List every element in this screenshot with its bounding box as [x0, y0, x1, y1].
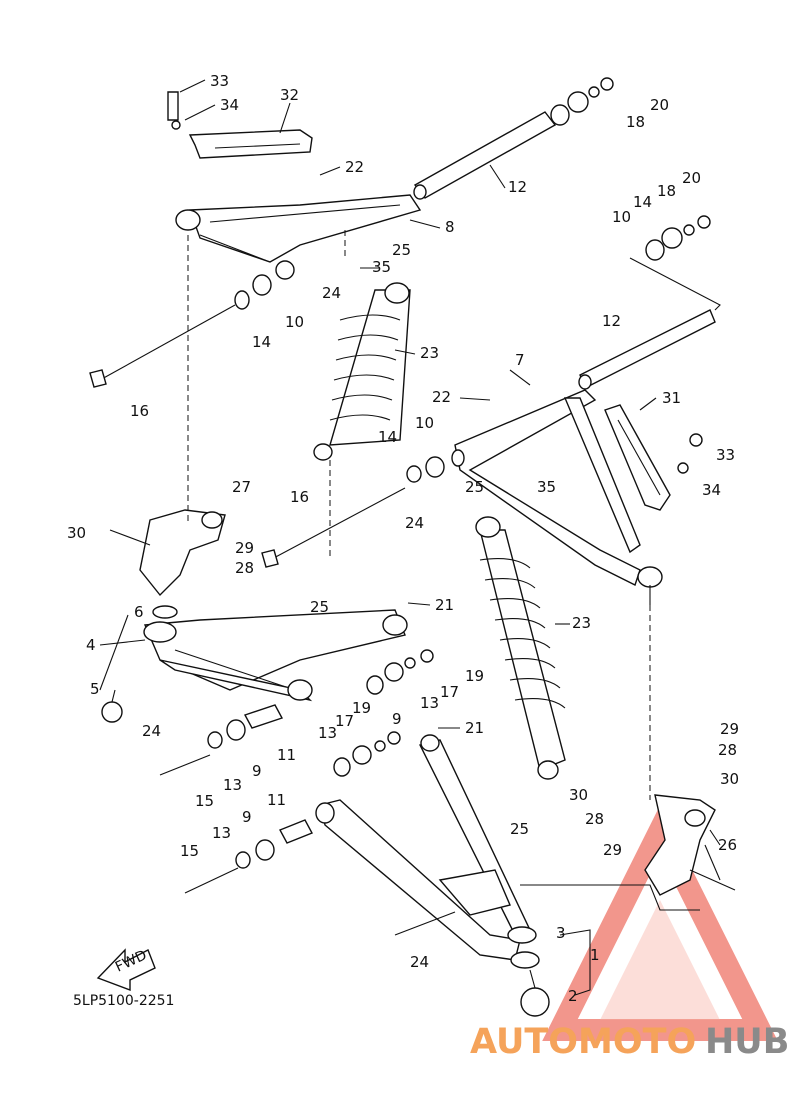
fwd-arrow-icon: FWD: [96, 947, 156, 992]
callout: 25: [510, 820, 529, 838]
callout: 32: [280, 86, 299, 104]
bracket-right: [604, 404, 703, 511]
callout: 16: [130, 402, 149, 420]
callout: 29: [720, 720, 739, 738]
callout: 25: [310, 598, 329, 616]
callout: 27: [232, 478, 251, 496]
callout: 20: [682, 169, 701, 187]
callout: 24: [410, 953, 429, 971]
callout: 17: [440, 683, 459, 701]
knuckle-left: [109, 509, 226, 597]
callout: 15: [180, 842, 199, 860]
callout: 4: [86, 636, 96, 654]
bolt-left-lower: [261, 487, 406, 568]
watermark-text-2: HUB: [705, 1022, 789, 1062]
callout: 28: [585, 810, 604, 828]
lower-arm-left: [143, 605, 408, 702]
callout: 16: [290, 488, 309, 506]
bracket-left: [167, 91, 313, 159]
callout: 10: [415, 414, 434, 432]
callout: 24: [142, 722, 161, 740]
callout: 12: [508, 178, 527, 196]
callout: 12: [602, 312, 621, 330]
callout: 1: [590, 946, 600, 964]
callout: 31: [662, 389, 681, 407]
callout: 29: [603, 841, 622, 859]
callout: 13: [212, 824, 231, 842]
callout: 10: [612, 208, 631, 226]
callout: 22: [345, 158, 364, 176]
callout: 35: [537, 478, 556, 496]
lower-arm-right: [315, 734, 540, 969]
callout: 25: [392, 241, 411, 259]
callout: 5: [90, 680, 100, 698]
callout: 7: [515, 351, 525, 369]
bolt-left-upper: [89, 274, 272, 388]
watermark-triangle-icon: [542, 805, 778, 1041]
callout: 28: [235, 559, 254, 577]
bushings-top: [550, 77, 711, 261]
callout: 6: [134, 603, 144, 621]
callout: 35: [372, 258, 391, 276]
callout: 14: [252, 333, 271, 351]
catalog-code: 5LP5100-2251: [73, 993, 174, 1009]
shock-right: [475, 516, 566, 780]
callout: 11: [277, 746, 296, 764]
callout: 25: [465, 478, 484, 496]
upper-arm-right: [454, 309, 716, 605]
callout: 33: [716, 446, 735, 464]
callout: 11: [267, 791, 286, 809]
reference-lines: [187, 230, 721, 996]
callout: 23: [420, 344, 439, 362]
callout: 21: [465, 719, 484, 737]
watermark-text-1: AUTOMOTO: [470, 1022, 696, 1062]
knuckle-right: [644, 794, 736, 896]
callout: 30: [569, 786, 588, 804]
leader-lines: [99, 79, 721, 881]
callout: 14: [633, 193, 652, 211]
upper-arm-left: [175, 194, 422, 280]
callout: 34: [220, 96, 239, 114]
ball-joint-left: [101, 689, 123, 723]
callout: 24: [405, 514, 424, 532]
callout: 33: [210, 72, 229, 90]
watermark-logo: AUTOMOTO HUB: [470, 1022, 789, 1062]
callout: 9: [252, 762, 262, 780]
callout: 3: [556, 924, 566, 942]
callout: 30: [67, 524, 86, 542]
callout: 14: [378, 428, 397, 446]
callout: 8: [445, 218, 455, 236]
callout: 9: [242, 808, 252, 826]
callout: 28: [718, 741, 737, 759]
bushings-lower-left: [159, 704, 313, 894]
callout: 2: [568, 987, 578, 1005]
callout: 13: [420, 694, 439, 712]
callout: 17: [335, 712, 354, 730]
callout: 22: [432, 388, 451, 406]
ball-joint-right: [520, 969, 550, 1017]
callout: 19: [465, 667, 484, 685]
callout-labels: 33 34 32 22 8 12 14 10 18 20 25 35 24 23…: [67, 72, 739, 1005]
callout: 24: [322, 284, 341, 302]
callout: 29: [235, 539, 254, 557]
callout: 19: [352, 699, 371, 717]
callout: 10: [285, 313, 304, 331]
callout: 26: [718, 836, 737, 854]
callout: 18: [657, 182, 676, 200]
callout: 23: [572, 614, 591, 632]
callout: 30: [720, 770, 739, 788]
callout: 15: [195, 792, 214, 810]
callout: 18: [626, 113, 645, 131]
callout: 20: [650, 96, 669, 114]
shaft-left: [413, 111, 557, 200]
callout: 9: [392, 710, 402, 728]
bushings-middle: [406, 449, 465, 483]
callout: 21: [435, 596, 454, 614]
shock-left: [313, 282, 411, 461]
callout: 13: [223, 776, 242, 794]
bushings-lower-middle: [333, 649, 434, 777]
callout: 13: [318, 724, 337, 742]
callout: 34: [702, 481, 721, 499]
